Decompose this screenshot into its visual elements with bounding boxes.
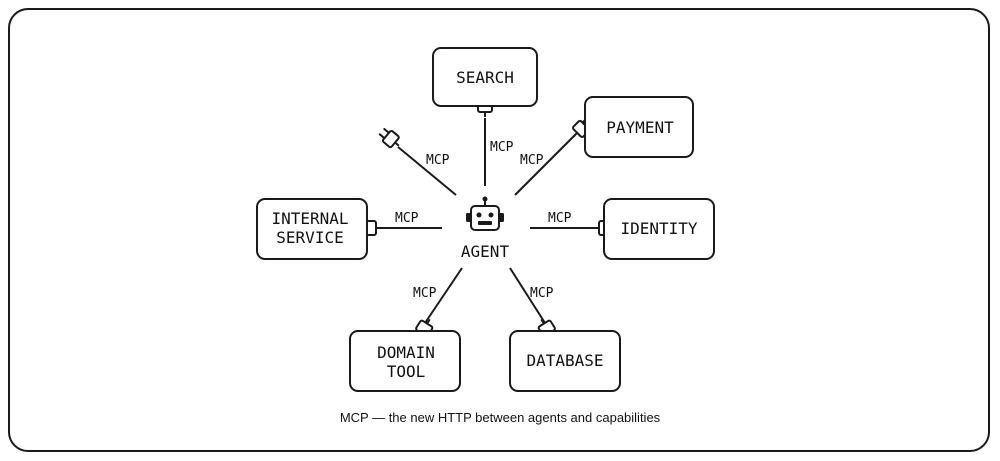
- capability-label-search: SEARCH: [456, 68, 514, 87]
- diagram-frame: [8, 8, 990, 452]
- agent-label: AGENT: [461, 242, 510, 261]
- capability-box-payment: [584, 96, 694, 158]
- capability-label-internal-line-1: INTERNAL: [271, 209, 348, 228]
- capability-label-identity: IDENTITY: [620, 219, 697, 238]
- mcp-label: MCP: [490, 140, 514, 155]
- connector-line-domain-tool: [424, 267, 463, 324]
- capability-label-internal-line-2: SERVICE: [276, 228, 343, 247]
- capability-box-database: [509, 330, 621, 392]
- mcp-label: MCP: [413, 286, 437, 301]
- robot-icon: [466, 196, 504, 231]
- capability-label-database: DATABASE: [526, 351, 603, 370]
- connector-line-database: [509, 267, 546, 324]
- capability-box-domain-tool: [349, 330, 461, 392]
- capability-box-search: [432, 47, 538, 107]
- capability-box-identity: [603, 198, 715, 260]
- mcp-label: MCP: [548, 211, 572, 226]
- connector-line-open: [397, 146, 457, 196]
- capability-label-domain-line-2: TOOL: [387, 362, 426, 381]
- diagram-caption: MCP — the new HTTP between agents and ca…: [339, 410, 661, 425]
- mcp-label: MCP: [395, 211, 419, 226]
- connector-line-payment: [514, 134, 576, 196]
- capability-label-domain-line-1: DOMAIN: [377, 343, 435, 362]
- capability-box-internal-service: [256, 198, 368, 260]
- mcp-label: MCP: [520, 153, 544, 168]
- mcp-label: MCP: [426, 153, 450, 168]
- capability-label-payment: PAYMENT: [606, 118, 674, 137]
- mcp-label: MCP: [530, 286, 554, 301]
